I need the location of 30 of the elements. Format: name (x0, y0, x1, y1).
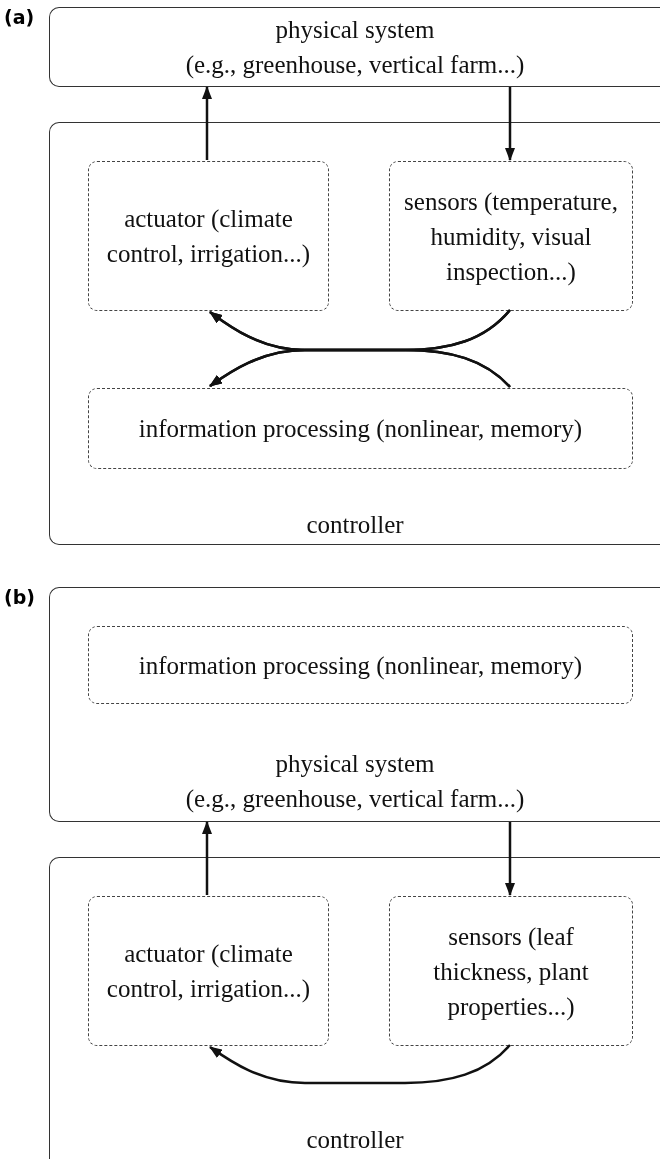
process-box (389, 896, 633, 1046)
arrow (505, 87, 515, 161)
node-label: information processing (nonlinear, memory) (137, 414, 584, 445)
node-label: information processing (nonlinear, memory) (137, 650, 584, 682)
node-label: physical system (275, 15, 435, 45)
process-box (88, 896, 329, 1046)
node-label: actuator (climate control, irrigation...) (105, 939, 312, 1004)
node-label: actuator (climate control, irrigation...) (105, 204, 312, 269)
system-box (49, 587, 660, 822)
node-label: (e.g., greenhouse, vertical farm...) (185, 50, 525, 80)
controller-box (49, 857, 660, 1159)
arrow (209, 348, 511, 388)
node-label: (e.g., greenhouse, vertical farm...) (185, 784, 525, 814)
process-box (389, 161, 633, 311)
node-label: controller (306, 510, 404, 540)
panel-label: (b) (4, 586, 35, 608)
panel-label: (a) (4, 6, 35, 28)
node-label: controller (306, 1125, 404, 1155)
node-label: physical system (275, 749, 435, 779)
system-box (49, 7, 660, 87)
arrow (505, 822, 515, 896)
arrow (209, 1044, 511, 1085)
controller-box (49, 122, 660, 545)
arrow (202, 821, 212, 895)
arrow (202, 86, 212, 160)
node-label: sensors (temperature, humidity, visual inspection...) (403, 186, 619, 288)
process-box (88, 161, 329, 311)
process-box (88, 388, 633, 469)
node-label: sensors (leaf thickness, plant properties...) (432, 921, 590, 1023)
process-box (88, 626, 633, 704)
